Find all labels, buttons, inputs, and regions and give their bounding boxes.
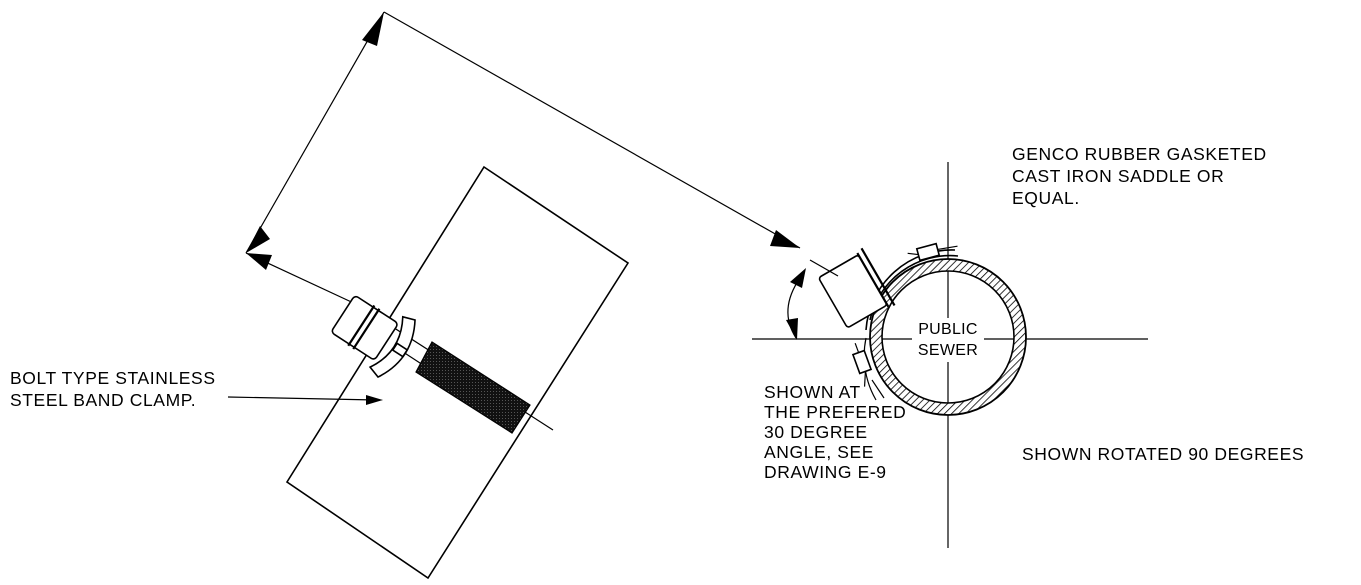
branch-centerline [809, 259, 839, 277]
svg-text:THE PREFERED: THE PREFERED [764, 402, 906, 422]
strap-bolt-top [907, 242, 958, 262]
svg-text:DRAWING E-9: DRAWING E-9 [764, 462, 887, 482]
pipe-label-line-1: PUBLIC [918, 321, 978, 338]
svg-text:30 DEGREE: 30 DEGREE [764, 422, 868, 442]
band-clamp [415, 341, 531, 434]
angle-arrow-top [790, 268, 806, 288]
angle-note: SHOWN AT THE PREFERED 30 DEGREE ANGLE, S… [764, 382, 906, 482]
svg-text:BOLT TYPE STAINLESS: BOLT TYPE STAINLESS [10, 368, 216, 388]
angle-note-leader [871, 379, 885, 399]
arrowhead-left-down [246, 253, 272, 270]
rotation-note: SHOWN ROTATED 90 DEGREES [1022, 444, 1304, 464]
svg-text:EQUAL.: EQUAL. [1012, 188, 1080, 208]
svg-text:SHOWN AT: SHOWN AT [764, 382, 861, 402]
angle-arrow-bottom [786, 318, 798, 340]
saddle-fitting-left [331, 295, 416, 379]
arrowhead-left-up [246, 226, 270, 253]
saddle-fitting-right [818, 247, 896, 328]
strap-bolt-bottom [851, 343, 873, 387]
left-angled-view [227, 11, 801, 580]
svg-text:CAST IRON SADDLE OR: CAST IRON SADDLE OR [1012, 166, 1224, 186]
svg-text:GENCO RUBBER GASKETED: GENCO RUBBER GASKETED [1012, 144, 1267, 164]
saddle-note: GENCO RUBBER GASKETED CAST IRON SADDLE O… [1012, 144, 1267, 208]
dimension-line-left [245, 11, 385, 254]
right-rotated-view: PUBLIC SEWER [752, 162, 1148, 548]
pipe-plan-rectangle [285, 165, 630, 580]
svg-text:ANGLE, SEE: ANGLE, SEE [764, 442, 874, 462]
arrowhead-top [362, 12, 384, 46]
pipe-label-line-2: SEWER [918, 342, 978, 359]
clamp-note: BOLT TYPE STAINLESS STEEL BAND CLAMP. [10, 368, 216, 410]
clamp-leader-arrow [366, 395, 383, 405]
dimension-line-top [383, 11, 801, 249]
arrowhead-right [770, 230, 800, 248]
svg-text:STEEL BAND CLAMP.: STEEL BAND CLAMP. [10, 390, 196, 410]
clamp-note-leader [227, 396, 377, 401]
